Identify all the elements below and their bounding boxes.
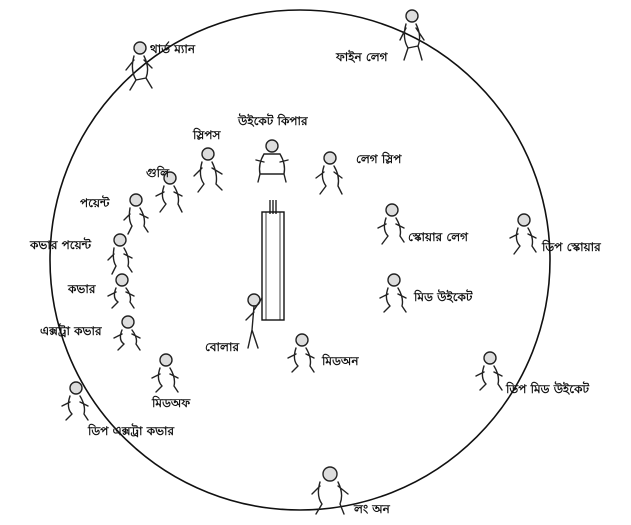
label-long-on: লং অন <box>354 502 390 516</box>
fielder-figure-fine-leg <box>400 10 424 60</box>
label-wicket-keeper: উইকেট কিপার <box>238 114 308 128</box>
label-extra-cover: এক্সট্রা কভার <box>40 324 102 338</box>
label-leg-slip: লেগ স্লিপ <box>356 152 401 166</box>
fielder-figure-leg-slip <box>316 152 342 194</box>
fielder-figure-cover <box>108 274 134 308</box>
fielder-figure-wicket-keeper <box>256 140 288 182</box>
fielder-figure-mid-wicket <box>380 274 406 312</box>
label-slips: স্লিপস <box>193 128 220 142</box>
label-deep-square: ডিপ স্কোয়ার <box>542 240 601 254</box>
label-third-man: থার্ড ম্যান <box>150 42 195 56</box>
fielder-figure-point <box>124 194 148 234</box>
label-cover: কভার <box>68 282 95 296</box>
fielder-figure-deep-extra-cover <box>62 382 88 420</box>
label-mid-on: মিডঅন <box>322 354 358 368</box>
label-fine-leg: ফাইন লেগ <box>336 50 388 64</box>
fielder-figure-deep-mid-wicket <box>476 352 502 390</box>
fielder-figure-extra-cover <box>114 316 140 350</box>
label-point: পয়েন্ট <box>80 196 109 210</box>
label-bowler: বোলার <box>205 340 239 354</box>
label-gully: গুলি <box>146 166 169 180</box>
label-square-leg: স্কোয়ার লেগ <box>408 230 468 244</box>
fielder-figure-slips <box>194 148 222 192</box>
label-mid-wicket: মিড উইকেট <box>414 290 472 304</box>
fielder-figure-third-man <box>126 42 152 90</box>
pitch <box>262 200 284 320</box>
fielder-figure-cover-point <box>108 234 132 274</box>
label-deep-mid-wicket: ডিপ মিড উইকেট <box>506 382 589 396</box>
fielder-figure-square-leg <box>378 204 404 244</box>
fielder-figure-mid-on <box>288 334 314 372</box>
fielder-figure-bowler <box>246 294 262 348</box>
label-mid-off: মিডঅফ <box>152 396 190 410</box>
fielder-figure-deep-square <box>510 214 536 254</box>
label-deep-extra-cover: ডিপ এক্সট্রা কভার <box>88 424 174 438</box>
fielder-figure-mid-off <box>152 354 178 392</box>
label-cover-point: কভার পয়েন্ট <box>30 238 91 252</box>
